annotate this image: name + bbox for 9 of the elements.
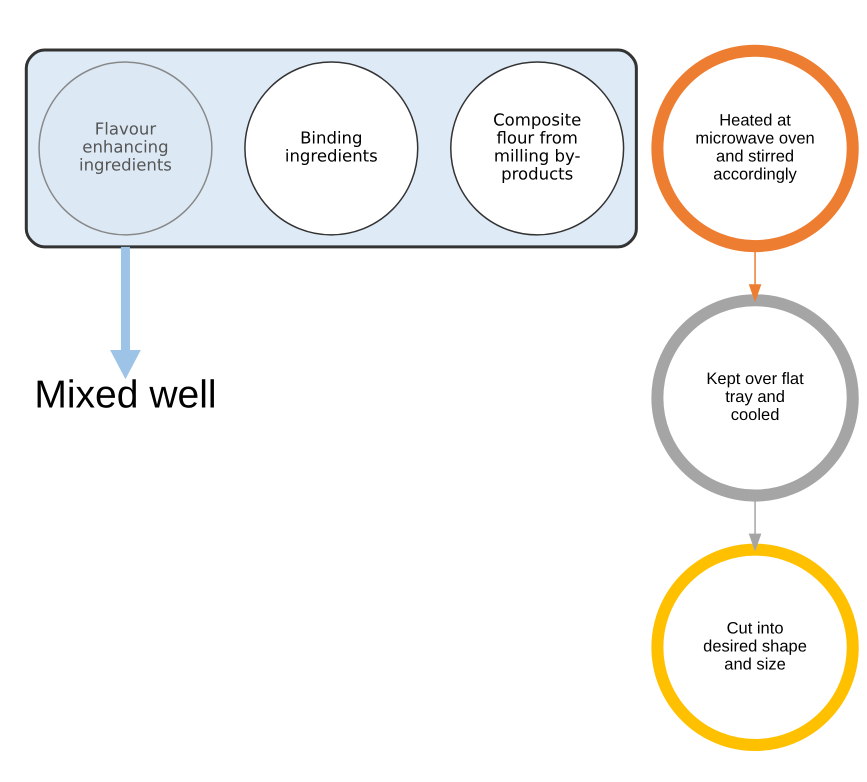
arrow [110, 246, 141, 379]
node-circle: Heated at microwave oven and stirred accordingly [651, 44, 859, 252]
node-circle: Kept over flat tray and cooled [651, 294, 859, 502]
node-circle: Flavour enhancing ingredients [38, 60, 213, 236]
node-text: Mixed well [34, 372, 217, 416]
node-circle: Binding ingredients [244, 60, 418, 236]
cluster [24, 48, 638, 248]
node-circle: Composite flour from milling by-products [450, 60, 624, 236]
node-circle: Cut into desired shape and size [651, 543, 859, 750]
